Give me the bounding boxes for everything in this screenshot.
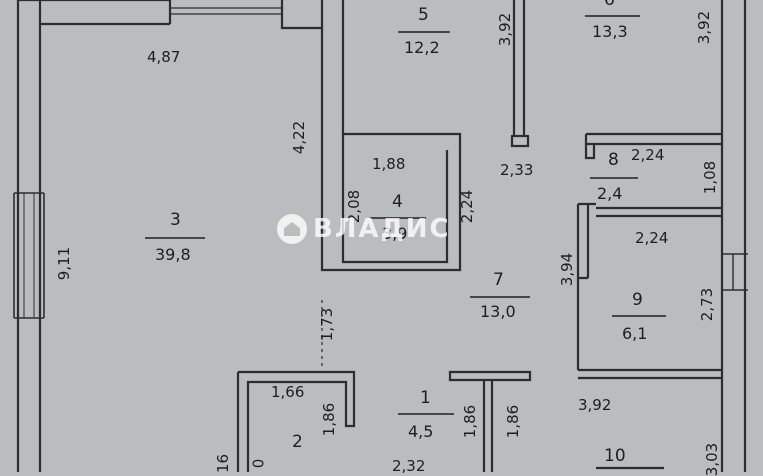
room-9-area: 6,1 <box>622 324 648 343</box>
room-2-number: 2 <box>292 432 303 452</box>
room-6-area: 13,3 <box>592 22 628 41</box>
dim-label: 1,08 <box>701 160 720 195</box>
room-5-number: 5 <box>418 5 429 25</box>
dim-label: 0 <box>249 458 268 469</box>
dim-label: 2,24 <box>458 189 477 224</box>
dim-label: 3,92 <box>578 396 612 414</box>
room-6-number: 6 <box>604 0 615 10</box>
room-9-number: 9 <box>632 290 643 310</box>
dim-label: 3,92 <box>496 12 515 47</box>
room-3-area: 39,8 <box>155 245 191 264</box>
dim-label: 16 <box>214 453 233 474</box>
room-1-number: 1 <box>420 388 431 408</box>
dim-label: 2,24 <box>631 146 665 164</box>
dim-label: 2,24 <box>635 229 669 247</box>
dim-label: 2,32 <box>392 457 426 475</box>
dim-label: 3,94 <box>558 252 577 287</box>
room-7-area: 13,0 <box>480 302 516 321</box>
dim-label: 1,86 <box>461 404 480 439</box>
dim-label: 3,92 <box>695 10 714 45</box>
room-7-number: 7 <box>493 270 504 290</box>
watermark-text: ВЛАДИС <box>313 214 451 244</box>
room-8-number-label: 8 <box>608 150 619 170</box>
dim-label: 1,86 <box>504 404 523 439</box>
room-1-area: 4,5 <box>408 422 434 441</box>
label-underlines <box>145 15 666 415</box>
dim-label: 1,86 <box>320 402 339 437</box>
dim-label: 1,66 <box>271 383 305 401</box>
room-3-number: 3 <box>170 210 181 230</box>
watermark: ВЛАДИС <box>277 214 451 244</box>
dim-label: 3,03 <box>703 442 722 476</box>
dim-label: 1,88 <box>372 155 406 173</box>
room-4-number: 4 <box>392 192 403 212</box>
room-10-number: 10 <box>604 446 626 466</box>
dim-label: 2,73 <box>698 287 717 322</box>
walls <box>13 0 748 472</box>
dim-label: 2,33 <box>500 161 534 179</box>
room-8-area: 2,4 <box>597 184 623 203</box>
dim-label: 4,87 <box>147 48 181 66</box>
room-4-area: 3,9 <box>382 224 408 243</box>
dim-label: 4,22 <box>290 120 309 155</box>
dim-label: 1,73 <box>318 307 337 342</box>
house-logo-icon <box>277 214 307 244</box>
room-5-area: 12,2 <box>404 38 440 57</box>
dim-label: 9,11 <box>55 246 74 281</box>
